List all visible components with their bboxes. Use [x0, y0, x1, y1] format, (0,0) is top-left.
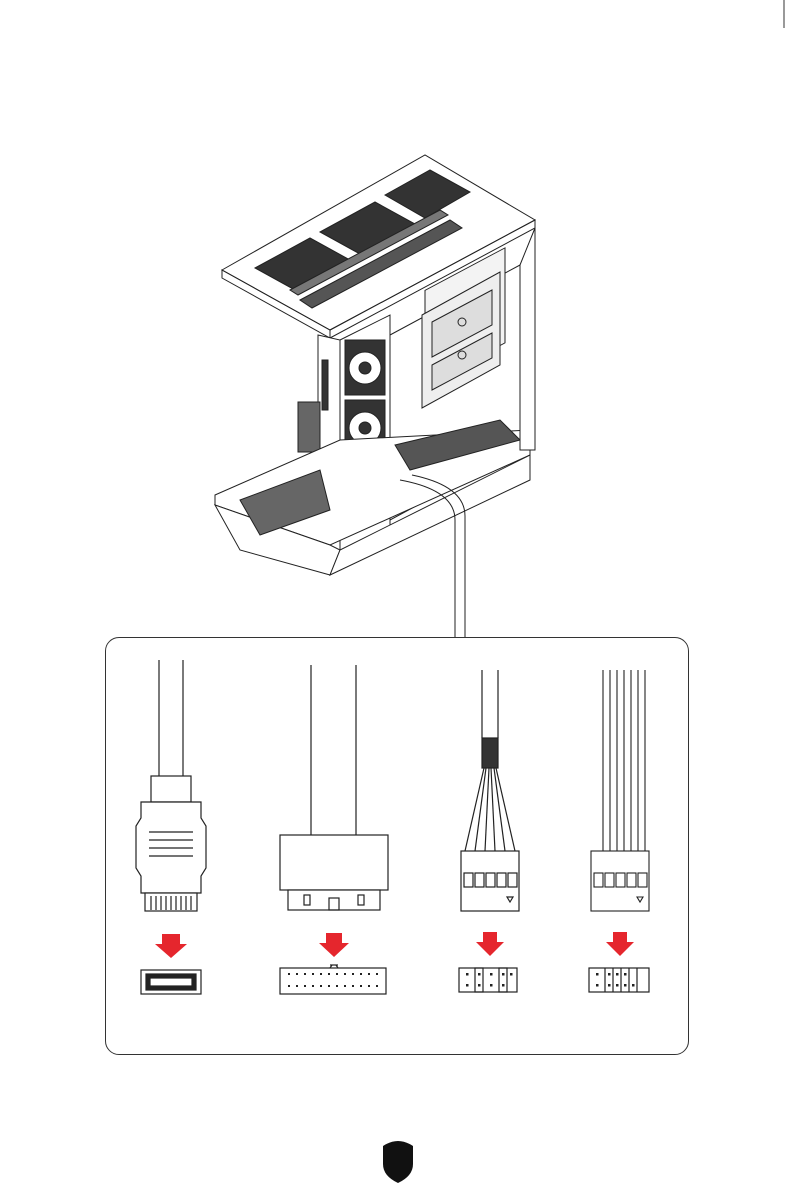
arrow-down-icon: [155, 934, 187, 958]
shield-logo-icon: [380, 1138, 416, 1184]
audio-plug-icon: [451, 668, 531, 998]
front-panel-plug-icon: [581, 668, 661, 998]
crop-mark: [0, 0, 794, 30]
arrow-down-icon: [319, 933, 349, 957]
usb-c-plug-icon: [131, 658, 241, 998]
arrow-down-icon: [476, 932, 504, 956]
usb3-plug-icon: [274, 663, 394, 998]
arrow-down-icon: [606, 932, 634, 956]
pc-case-illustration: [200, 150, 560, 650]
connector-panel: [105, 637, 689, 1055]
